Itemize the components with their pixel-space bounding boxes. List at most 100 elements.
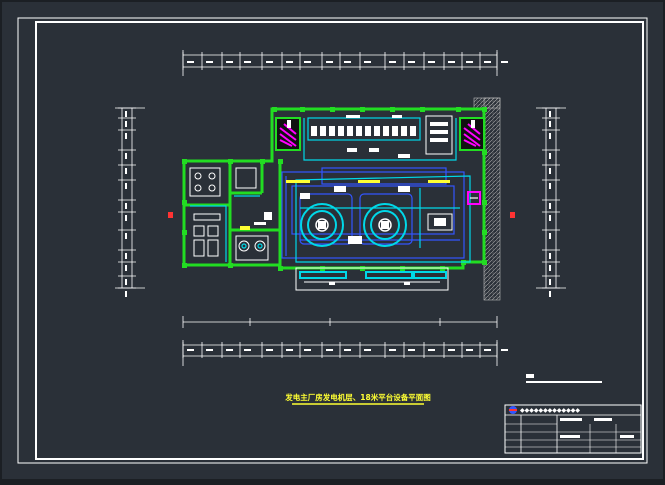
- dimension-text: [125, 253, 127, 259]
- title-block-company: ◆◆◆◆◆◆◆◆◆◆◆◆◆: [520, 407, 580, 414]
- dimension-text: [266, 61, 273, 63]
- switchgear-cell: [401, 126, 407, 136]
- right-dimension-chain: [536, 107, 566, 297]
- wall-column: [182, 159, 187, 164]
- switchgear-cell: [320, 126, 326, 136]
- switchgear-cell: [347, 126, 353, 136]
- hatched-wall-top-right: [473, 97, 501, 109]
- lower-markers: [329, 282, 410, 285]
- wall-column: [278, 159, 283, 164]
- dimension-text: [428, 349, 435, 351]
- dimension-text: [125, 215, 127, 221]
- drawing-title: 发电主厂房发电机层、18米平台设备平面图: [284, 392, 431, 402]
- dimension-text: [125, 291, 127, 297]
- dimension-text: [549, 291, 551, 297]
- dimension-text: [549, 121, 551, 127]
- dimension-text: [344, 349, 351, 351]
- dimension-text: [466, 349, 473, 351]
- dimension-text: [549, 253, 551, 259]
- dimension-text: [125, 279, 127, 285]
- switchgear-cell: [356, 126, 362, 136]
- left-dimension-chain: [115, 107, 145, 297]
- switchgear-cell: [365, 126, 371, 136]
- cyan-piping: [295, 175, 471, 263]
- wall-column: [482, 107, 487, 112]
- wall-column: [228, 263, 233, 268]
- wall-column: [260, 159, 265, 164]
- dimension-text: [125, 121, 127, 127]
- dimension-text: [364, 349, 371, 351]
- wall-column: [456, 107, 461, 112]
- dimension-text: [244, 61, 251, 63]
- aux-room-cyan-details: [190, 195, 263, 262]
- dimension-text: [125, 133, 127, 139]
- inner-border: [35, 21, 644, 460]
- aux-room-equipment: [189, 167, 269, 261]
- dimension-text: [408, 61, 415, 63]
- dimension-text: [206, 61, 213, 63]
- dimension-text: [125, 183, 127, 189]
- dimension-text: [344, 61, 351, 63]
- switchgear-cell: [329, 126, 335, 136]
- company-logo: [509, 406, 517, 414]
- aux-room-yellow: [240, 226, 250, 230]
- dimension-text: [448, 349, 455, 351]
- switchgear-row: [307, 115, 453, 155]
- dimension-text: [125, 168, 127, 174]
- dimension-text: [364, 61, 371, 63]
- switchgear-cell: [311, 126, 317, 136]
- outer-border: [17, 17, 648, 464]
- dimension-text: [226, 349, 233, 351]
- equipment-label-strips: [286, 180, 450, 183]
- wall-column: [182, 200, 187, 205]
- dimension-text: [326, 61, 333, 63]
- switchgear-cell: [338, 126, 344, 136]
- dimension-text: [549, 133, 551, 139]
- dimension-text: [125, 153, 127, 159]
- switchgear-cell: [392, 126, 398, 136]
- wall-column: [390, 107, 395, 112]
- stair-core-right: [459, 117, 485, 151]
- dimension-text: [187, 349, 194, 351]
- wall-column: [228, 159, 233, 164]
- wall-column: [300, 107, 305, 112]
- wall-column: [360, 107, 365, 112]
- bottom-dimension-chain: [182, 316, 508, 366]
- axis-marker-left: [168, 212, 173, 218]
- scale-bar: [526, 374, 534, 378]
- dimension-text: [125, 111, 127, 117]
- dimension-text: [125, 203, 127, 209]
- wall-column: [272, 107, 277, 112]
- axis-marker-right: [510, 212, 515, 218]
- dimension-text: [206, 349, 213, 351]
- dimension-text: [125, 265, 127, 271]
- dimension-text: [549, 279, 551, 285]
- wall-column: [420, 107, 425, 112]
- dimension-text: [549, 265, 551, 271]
- corridor-markers: [347, 148, 410, 158]
- wall-column: [482, 150, 487, 155]
- lower-cyan-bars: [299, 271, 447, 279]
- white-equipment-blocks: [254, 186, 453, 244]
- dimension-text: [428, 61, 435, 63]
- hatched-wall-right: [483, 97, 501, 301]
- top-dimension-chain: [182, 50, 508, 76]
- wall-column: [482, 200, 487, 205]
- wall-column: [182, 263, 187, 268]
- title-block: [504, 404, 642, 454]
- dimension-text: [549, 153, 551, 159]
- dimension-text: [549, 215, 551, 221]
- turbine-unit-1: [300, 203, 344, 247]
- dimension-text: [304, 349, 311, 351]
- dimension-text: [389, 349, 396, 351]
- dimension-text: [286, 349, 293, 351]
- dimension-text: [484, 349, 491, 351]
- magenta-valve: [467, 191, 481, 205]
- wall-column: [278, 266, 283, 271]
- wall-column: [482, 260, 487, 265]
- dimension-text: [448, 61, 455, 63]
- switchgear-cell: [410, 126, 416, 136]
- dimension-text: [501, 61, 508, 63]
